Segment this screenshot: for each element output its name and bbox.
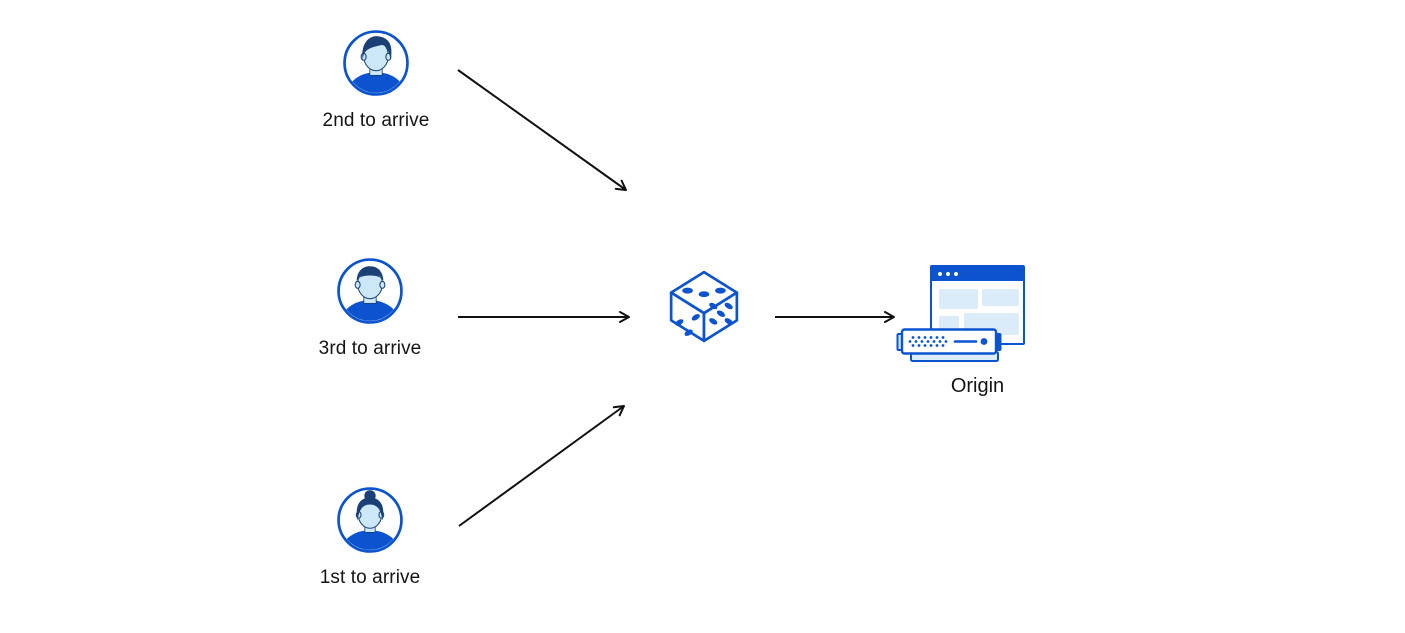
hair: [356, 497, 384, 522]
content-block: [939, 316, 959, 332]
female-user-avatar-icon: [337, 487, 403, 553]
edge-client2nd-to-dice: [457, 69, 627, 191]
hair: [362, 36, 392, 60]
client-2nd-to-arrive: 2nd to arrive: [304, 30, 448, 132]
dice-icon: [669, 270, 739, 343]
browser-titlebar: [931, 266, 1024, 281]
dice-node: [666, 268, 742, 349]
origin-label: Origin: [950, 375, 1005, 397]
window-dot: [954, 271, 958, 276]
origin-node: Origin: [890, 260, 1040, 405]
server-icon: [896, 328, 1002, 366]
client-label: 3rd to arrive: [318, 338, 422, 359]
content-block: [939, 289, 978, 309]
male-user-avatar-icon: [343, 30, 409, 96]
window-dot: [938, 271, 942, 276]
client-label: 2nd to arrive: [322, 110, 430, 131]
client-label: 1st to arrive: [319, 567, 421, 588]
window-dot: [946, 271, 950, 276]
content-block: [982, 289, 1019, 306]
client-1st-to-arrive: 1st to arrive: [298, 487, 442, 589]
edge-client1st-to-dice: [458, 405, 625, 527]
hair-top: [358, 273, 382, 279]
client-3rd-to-arrive: 3rd to arrive: [298, 258, 442, 360]
hair: [356, 266, 384, 281]
male-user-avatar-icon: [337, 258, 403, 324]
